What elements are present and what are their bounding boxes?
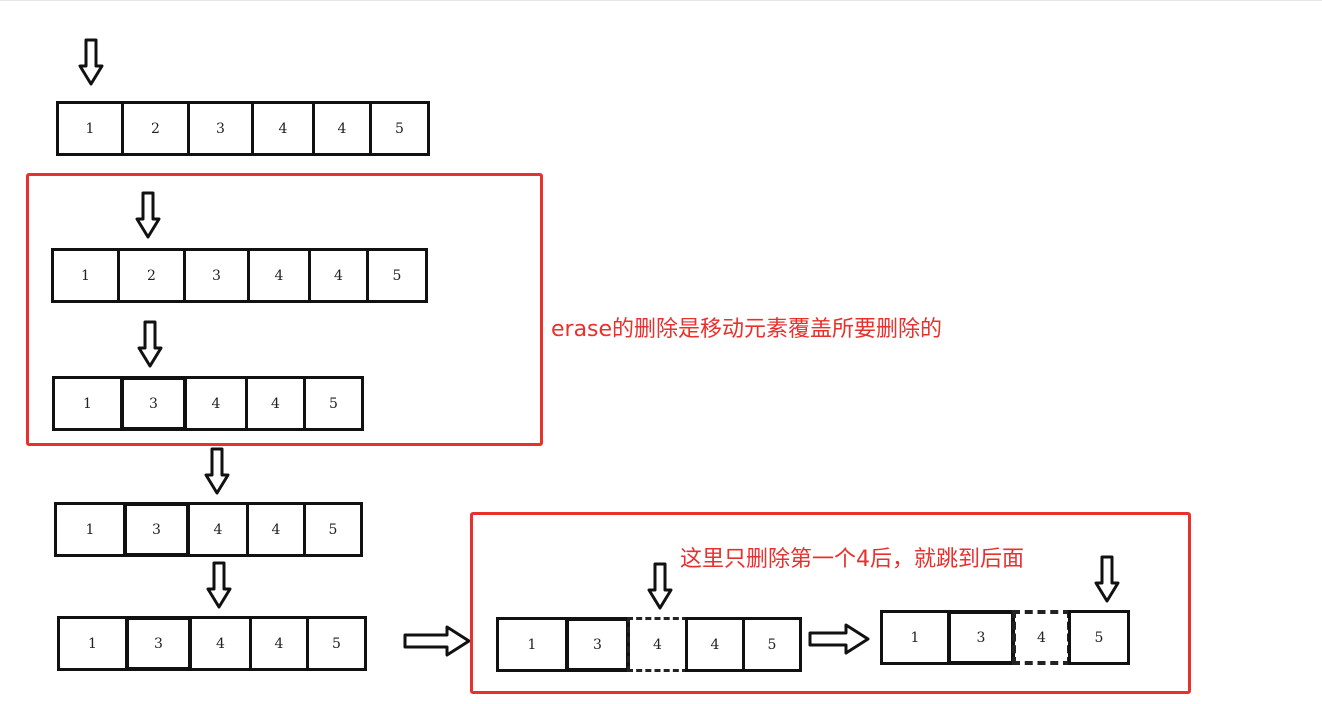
array-cell: 2 bbox=[117, 248, 186, 303]
array-cell: 4 bbox=[245, 376, 306, 431]
array-cell: 1 bbox=[54, 502, 126, 557]
array-cell: 5 bbox=[742, 617, 802, 672]
array-row: 1 3 4 4 5 bbox=[54, 502, 363, 557]
array-cell: 4 bbox=[251, 101, 315, 156]
down-arrow-icon bbox=[1094, 555, 1120, 603]
array-row: 1 2 3 4 4 5 bbox=[56, 101, 430, 156]
array-cell: 4 bbox=[685, 617, 745, 672]
array-cell: 4 bbox=[1012, 610, 1071, 665]
array-cell: 4 bbox=[184, 376, 248, 431]
array-cell: 5 bbox=[306, 616, 367, 671]
down-arrow-icon bbox=[206, 561, 232, 609]
array-cell: 3 bbox=[947, 610, 1015, 665]
array-cell: 1 bbox=[51, 248, 120, 303]
array-cell: 5 bbox=[303, 376, 364, 431]
array-cell: 4 bbox=[189, 616, 252, 671]
right-arrow-icon bbox=[808, 623, 870, 655]
array-cell: 2 bbox=[121, 101, 190, 156]
array-cell: 1 bbox=[52, 376, 123, 431]
down-arrow-icon bbox=[137, 320, 163, 368]
array-cell: 4 bbox=[187, 502, 249, 557]
array-cell: 5 bbox=[366, 248, 428, 303]
array-cell: 3 bbox=[565, 617, 630, 672]
array-row: 1 3 4 4 5 bbox=[52, 376, 364, 431]
array-cell: 4 bbox=[308, 248, 369, 303]
array-cell: 3 bbox=[120, 376, 187, 431]
array-cell: 3 bbox=[187, 101, 254, 156]
array-cell: 4 bbox=[249, 616, 309, 671]
erase-note: erase的删除是移动元素覆盖所要删除的 bbox=[551, 317, 943, 342]
array-cell: 5 bbox=[1068, 610, 1130, 665]
array-row: 1 2 3 4 4 5 bbox=[51, 248, 428, 303]
array-cell: 1 bbox=[57, 616, 128, 671]
array-cell: 5 bbox=[369, 101, 430, 156]
array-cell: 3 bbox=[125, 616, 192, 671]
array-cell: 4 bbox=[312, 101, 372, 156]
array-row: 1 3 4 4 5 bbox=[496, 617, 802, 672]
array-cell: 1 bbox=[56, 101, 124, 156]
array-cell: 4 bbox=[246, 502, 306, 557]
array-cell: 5 bbox=[303, 502, 363, 557]
top-divider bbox=[0, 0, 1322, 1]
array-cell: 4 bbox=[627, 617, 688, 672]
array-cell: 1 bbox=[880, 610, 950, 665]
array-cell: 3 bbox=[183, 248, 250, 303]
array-row: 1 3 4 5 bbox=[880, 610, 1130, 665]
right-arrow-icon bbox=[403, 625, 471, 657]
array-cell: 3 bbox=[123, 502, 190, 557]
array-row: 1 3 4 4 5 bbox=[57, 616, 367, 671]
down-arrow-icon bbox=[135, 191, 161, 239]
erase-highlight-box bbox=[26, 173, 543, 446]
down-arrow-icon bbox=[78, 38, 104, 86]
down-arrow-icon bbox=[647, 562, 673, 610]
jump-note: 这里只删除第一个4后，就跳到后面 bbox=[680, 547, 1024, 572]
down-arrow-icon bbox=[204, 447, 230, 495]
array-cell: 1 bbox=[496, 617, 568, 672]
jump-highlight-box bbox=[470, 512, 1191, 694]
array-cell: 4 bbox=[247, 248, 311, 303]
